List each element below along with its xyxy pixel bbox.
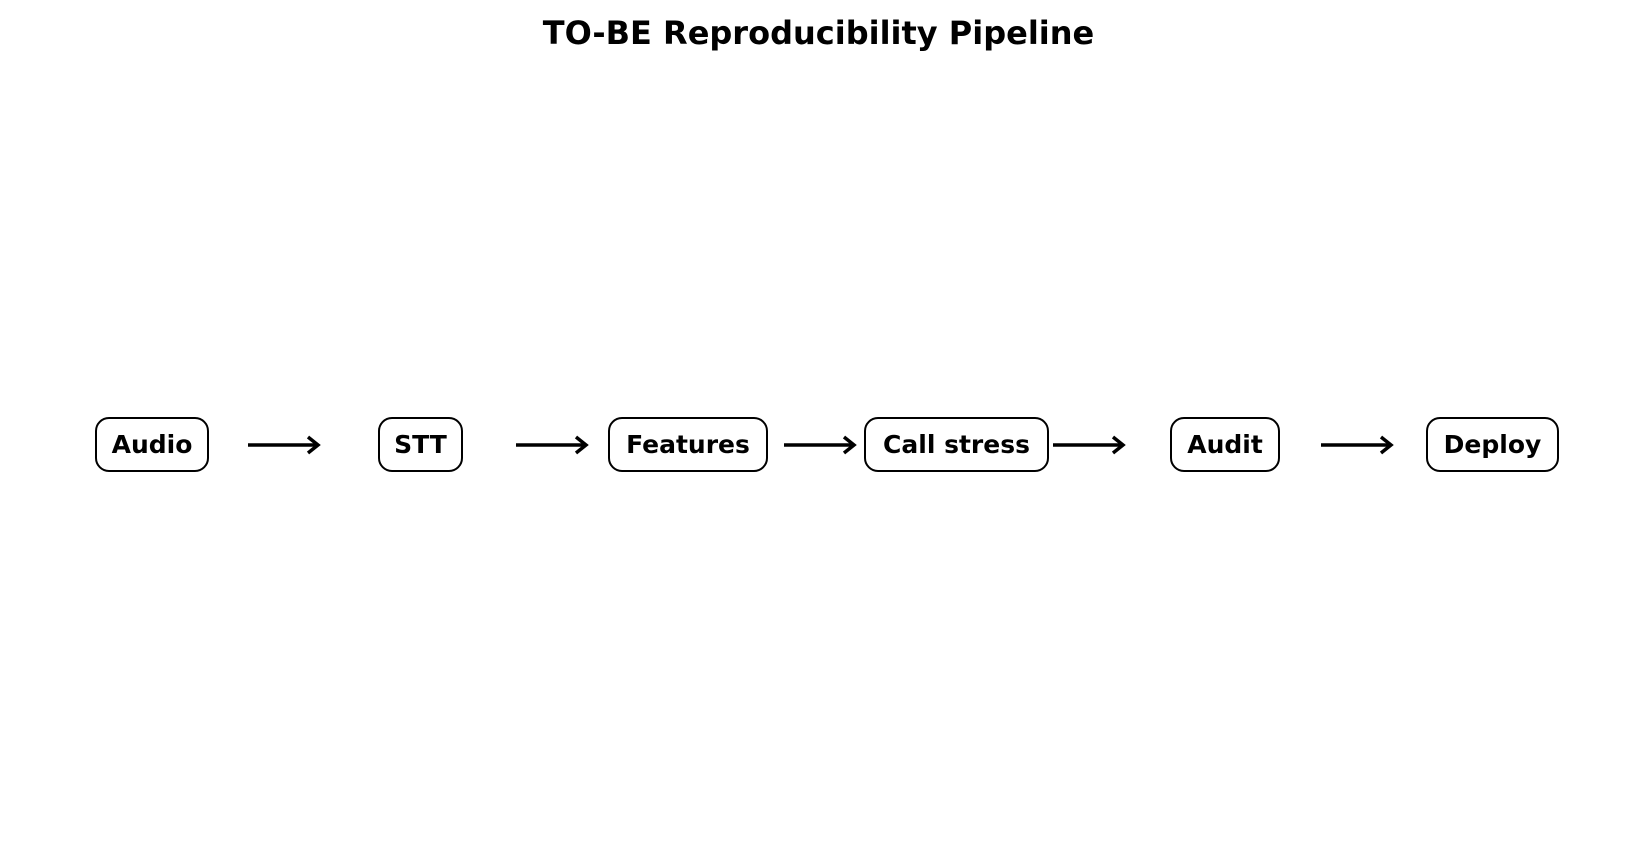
- node-stt: STT: [378, 417, 463, 472]
- arrow-features-to-call-stress: [784, 435, 857, 455]
- arrow-call-stress-to-audit: [1053, 435, 1126, 455]
- arrow-stt-to-features: [516, 435, 589, 455]
- node-call-stress: Call stress: [864, 417, 1049, 472]
- node-deploy: Deploy: [1426, 417, 1559, 472]
- arrow-audit-to-deploy: [1321, 435, 1394, 455]
- arrow-audio-to-stt: [248, 435, 321, 455]
- node-features: Features: [608, 417, 768, 472]
- node-audit: Audit: [1170, 417, 1280, 472]
- node-audio: Audio: [95, 417, 209, 472]
- diagram-title: TO-BE Reproducibility Pipeline: [542, 14, 1095, 52]
